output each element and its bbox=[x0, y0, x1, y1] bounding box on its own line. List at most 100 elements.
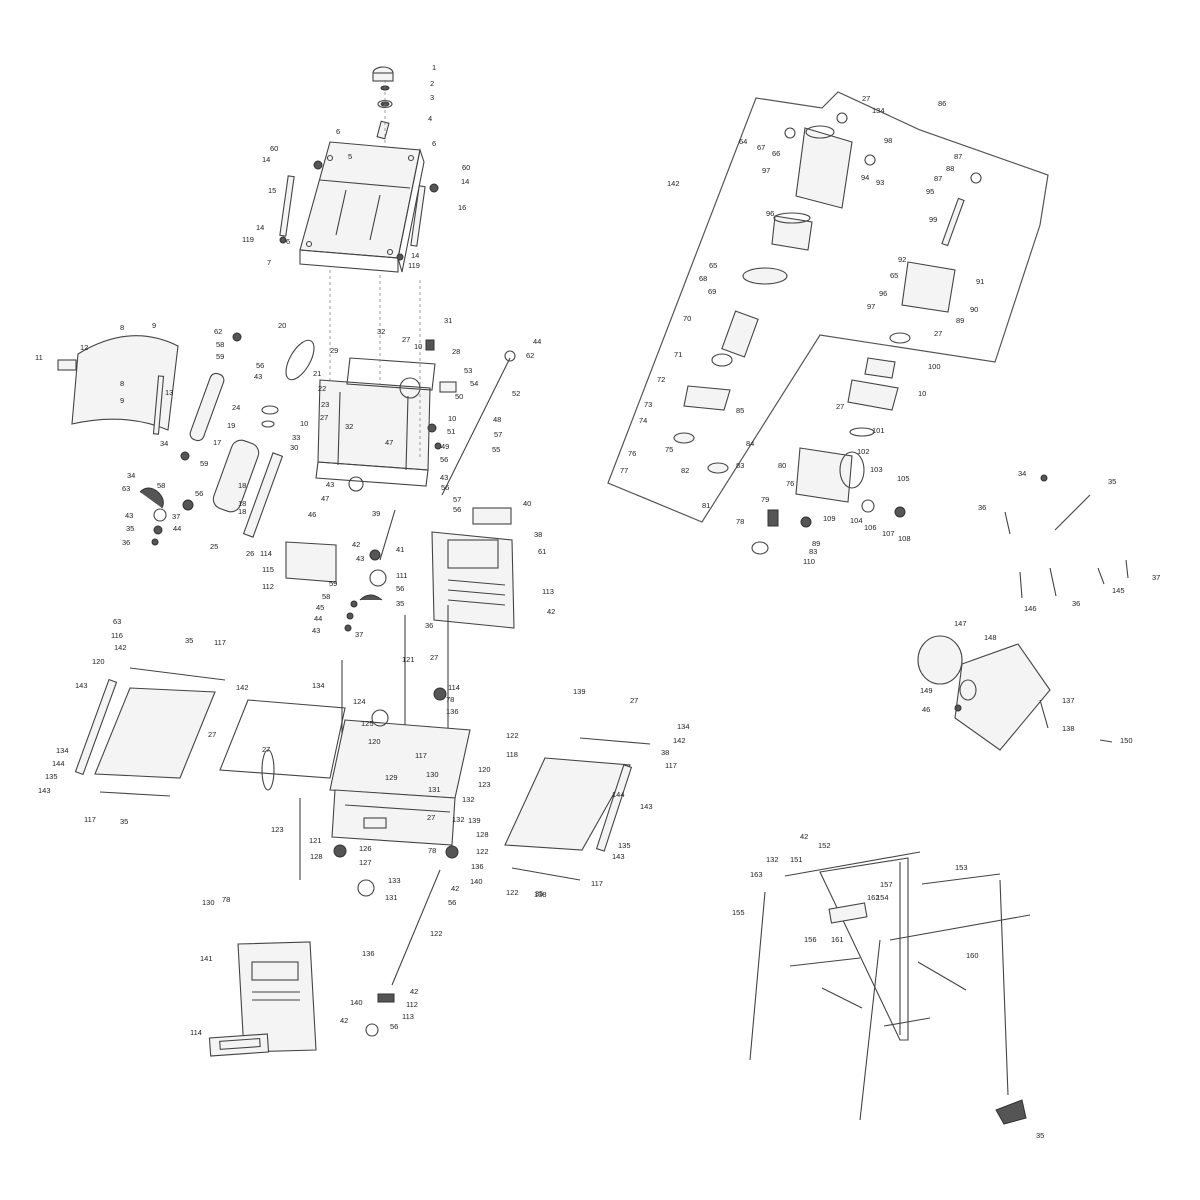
part-callout: 27 bbox=[262, 745, 270, 754]
feed-tables bbox=[74, 667, 651, 881]
part-callout: 81 bbox=[702, 501, 710, 510]
part-callout: 105 bbox=[897, 474, 910, 483]
part-callout: 117 bbox=[415, 751, 427, 760]
part-callout: 93 bbox=[876, 178, 884, 187]
part-callout: 104 bbox=[850, 516, 863, 525]
part-callout: 59 bbox=[200, 459, 208, 468]
part-callout: 123 bbox=[271, 825, 284, 834]
part-callout: 89 bbox=[812, 539, 820, 548]
base-table bbox=[219, 687, 471, 897]
part-callout: 38 bbox=[661, 748, 669, 757]
part-callout: 131 bbox=[385, 893, 398, 902]
part-callout: 135 bbox=[45, 772, 58, 781]
top-crank-assembly bbox=[369, 66, 399, 168]
part-callout: 142 bbox=[114, 643, 127, 652]
part-callout: 97 bbox=[867, 302, 875, 311]
part-callout: 42 bbox=[800, 832, 808, 841]
part-callout: 36 bbox=[1072, 599, 1080, 608]
part-callout: 108 bbox=[898, 534, 911, 543]
part-callout: 72 bbox=[657, 375, 665, 384]
part-callout: 35 bbox=[396, 599, 404, 608]
part-callout: 134 bbox=[677, 722, 690, 731]
part-callout: 144 bbox=[612, 790, 625, 799]
part-callout: 120 bbox=[368, 737, 381, 746]
part-callout: 43 bbox=[440, 473, 448, 482]
part-callout: 94 bbox=[861, 173, 869, 182]
part-callout: 96 bbox=[766, 209, 774, 218]
part-callout: 5 bbox=[348, 152, 352, 161]
part-callout: 140 bbox=[470, 877, 483, 886]
part-callout: 56 bbox=[440, 455, 448, 464]
part-callout: 32 bbox=[377, 327, 385, 336]
part-callout: 78 bbox=[446, 695, 454, 704]
part-callout: 43 bbox=[356, 554, 364, 563]
part-callout: 46 bbox=[922, 705, 930, 714]
part-callout: 119 bbox=[242, 235, 254, 244]
part-callout: 42 bbox=[547, 607, 555, 616]
part-callout: 134 bbox=[872, 106, 885, 115]
part-callout: 120 bbox=[478, 765, 491, 774]
part-callout: 106 bbox=[864, 523, 877, 532]
part-callout: 43 bbox=[312, 626, 320, 635]
part-callout: 56 bbox=[256, 361, 264, 370]
part-callout: 152 bbox=[818, 841, 831, 850]
part-callout: 11 bbox=[35, 353, 43, 362]
part-callout: 49 bbox=[441, 442, 449, 451]
part-callout: 92 bbox=[898, 255, 906, 264]
part-callout: 56 bbox=[195, 489, 203, 498]
part-callout: 2 bbox=[430, 79, 434, 88]
part-callout: 103 bbox=[870, 465, 883, 474]
part-callout: 57 bbox=[453, 495, 461, 504]
part-callout: 34 bbox=[127, 471, 135, 480]
part-callout: 48 bbox=[493, 415, 501, 424]
rollers-left bbox=[139, 332, 284, 546]
part-callout: 35 bbox=[1036, 1131, 1044, 1140]
part-callout: 73 bbox=[644, 400, 652, 409]
part-callout: 148 bbox=[984, 633, 997, 642]
part-callout: 43 bbox=[254, 372, 262, 381]
part-callout: 123 bbox=[478, 780, 491, 789]
part-callout: 97 bbox=[762, 166, 770, 175]
part-callout: 14 bbox=[256, 223, 264, 232]
part-callout: 66 bbox=[772, 149, 780, 158]
part-callout: 21 bbox=[313, 369, 321, 378]
part-callout: 155 bbox=[732, 908, 745, 917]
part-callout: 78 bbox=[736, 517, 744, 526]
part-callout: 22 bbox=[318, 384, 326, 393]
part-callout: 35 bbox=[126, 524, 134, 533]
part-callout: 37 bbox=[355, 630, 363, 639]
part-callout: 27 bbox=[402, 335, 410, 344]
part-callout: 117 bbox=[214, 638, 226, 647]
part-callout: 39 bbox=[372, 509, 380, 518]
part-callout: 8 bbox=[120, 323, 124, 332]
part-callout: 107 bbox=[882, 529, 895, 538]
part-callout: 8 bbox=[120, 379, 124, 388]
part-callout: 117 bbox=[665, 761, 677, 770]
part-callout: 151 bbox=[790, 855, 803, 864]
part-callout: 147 bbox=[954, 619, 967, 628]
part-callout: 111 bbox=[396, 571, 407, 580]
part-callout: 34 bbox=[160, 439, 168, 448]
part-callout: 14 bbox=[262, 155, 270, 164]
part-callout: 112 bbox=[406, 1000, 418, 1009]
part-callout: 9 bbox=[152, 321, 156, 330]
part-callout: 67 bbox=[757, 143, 765, 152]
part-callout: 135 bbox=[618, 841, 631, 850]
part-callout: 79 bbox=[761, 495, 769, 504]
part-callout: 38 bbox=[534, 530, 542, 539]
part-callout: 46 bbox=[308, 510, 316, 519]
part-callout: 63 bbox=[122, 484, 130, 493]
part-callout: 10 bbox=[300, 419, 308, 428]
part-callout: 18 bbox=[238, 481, 246, 490]
part-callout: 10 bbox=[448, 414, 456, 423]
part-callout: 36 bbox=[122, 538, 130, 547]
part-callout: 27 bbox=[430, 653, 438, 662]
part-callout: 27 bbox=[320, 413, 328, 422]
part-callout: 116 bbox=[111, 631, 123, 640]
part-callout: 136 bbox=[446, 707, 459, 716]
part-callout: 61 bbox=[538, 547, 546, 556]
part-callout: 16 bbox=[458, 203, 466, 212]
part-callout: 124 bbox=[353, 697, 366, 706]
part-callout: 142 bbox=[673, 736, 686, 745]
